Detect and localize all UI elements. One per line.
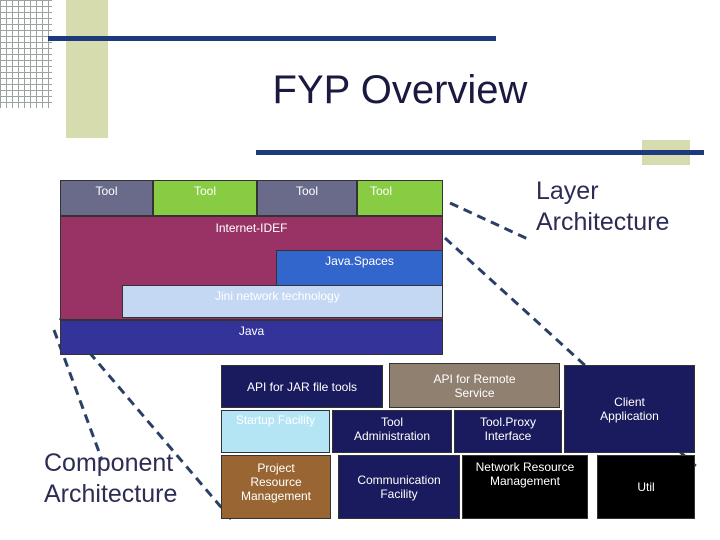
component-architecture-heading: Component Architecture [44,448,234,512]
internet-idef-label: Internet-IDEF [215,221,288,235]
tool-block-1: Tool [60,180,153,216]
tool-administration-block: Tool Administration [332,410,452,453]
project-resource-block: Project Resource Management [221,455,331,519]
decorative-bar-top [48,36,496,41]
client-application-block: Client Application [564,365,695,453]
layer-heading-line1: Layer [536,177,599,205]
startup-facility-block: Startup Facility [221,410,330,453]
slide-title: FYP Overview [272,68,528,112]
tool-block-3: Tool [257,180,357,216]
network-resource-block: Network Resource Management [462,455,588,519]
component-heading-line2: Architecture [44,480,178,509]
tool-proxy-block: Tool.Proxy Interface [454,410,562,453]
tool-block-2: Tool [153,180,257,216]
jini-layer: Jini network technology [122,285,443,318]
api-jar-block: API for JAR file tools [221,365,383,408]
decorative-bar-right [256,150,704,155]
layer-architecture-heading: Layer Architecture [536,176,716,240]
api-remote-block: API for Remote Service [389,363,560,408]
javaspaces-layer: Java.Spaces [276,250,443,286]
tool-block-4: Tool [357,180,443,216]
component-heading-line1: Component [44,449,174,477]
decorative-square-top [66,0,108,138]
layer-heading-line2: Architecture [536,208,670,237]
java-layer: Java [60,320,443,355]
decorative-grid-top-left [0,0,52,108]
communication-facility-block: Communication Facility [338,455,460,519]
dashed-line-layer-top [449,201,531,242]
util-block: Util [597,455,695,519]
